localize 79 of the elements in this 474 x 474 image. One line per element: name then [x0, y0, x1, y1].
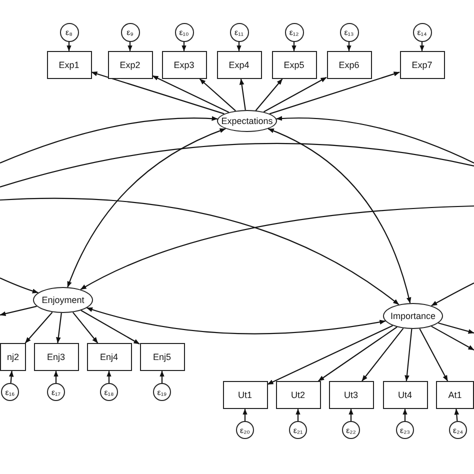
arrow: [276, 116, 474, 164]
error-term-circle: ε₁₈: [100, 383, 118, 401]
error-term-circle: ε₁₉: [153, 383, 171, 401]
indicator-box: Ut1: [222, 381, 268, 409]
arrow: [0, 116, 218, 164]
arrow: [348, 408, 354, 421]
arrow: [404, 328, 412, 382]
arrow: [292, 42, 296, 52]
indicator-box: Enj5: [140, 343, 184, 371]
double-headed-arrow: [86, 307, 386, 334]
arrow: [362, 328, 404, 382]
arrow: [24, 312, 53, 344]
arrow: [419, 328, 448, 382]
error-term-circle: ε₉: [120, 22, 140, 42]
indicator-box: Ut2: [276, 381, 320, 409]
arrow: [420, 42, 424, 52]
error-term-circle: ε₁₇: [47, 383, 65, 401]
arrow: [0, 306, 37, 316]
arrow: [402, 408, 408, 421]
arrow: [318, 326, 398, 382]
error-term-circle: ε₈: [60, 22, 78, 42]
arrow: [66, 42, 72, 52]
error-term-circle: ε₂₀: [236, 421, 254, 439]
error-term-circle: ε₁₆: [1, 383, 19, 401]
arrow: [267, 325, 393, 385]
indicator-box: Enj4: [86, 343, 132, 371]
arrow: [346, 42, 352, 52]
latent-variable-ellipse: Expectations: [217, 110, 277, 132]
arrow: [199, 78, 236, 112]
latent-variable-ellipse: Importance: [383, 303, 443, 329]
arrow: [431, 282, 474, 306]
latent-variable-ellipse: Enjoyment: [33, 287, 93, 313]
error-term-circle: ε₂₁: [289, 421, 307, 439]
arrow: [269, 72, 400, 114]
indicator-box: Exp4: [216, 51, 262, 79]
indicator-box: At1: [436, 381, 474, 409]
indicator-box: Exp2: [108, 51, 152, 79]
arrow: [8, 370, 14, 384]
arrow: [236, 42, 242, 52]
arrow: [242, 408, 248, 421]
arrow: [454, 408, 460, 422]
indicator-box: Exp1: [46, 51, 92, 79]
double-headed-arrow: [67, 128, 226, 288]
arrow: [91, 72, 224, 114]
arrow: [0, 198, 400, 306]
indicator-box: Ut3: [328, 381, 374, 409]
arrow: [438, 322, 474, 334]
arrow: [263, 76, 327, 112]
indicator-box: Ut4: [382, 381, 428, 409]
indicator-box: Exp7: [400, 51, 444, 79]
arrow: [80, 205, 474, 290]
arrow: [80, 310, 140, 344]
arrow: [56, 312, 62, 344]
error-term-circle: ε₂₄: [449, 421, 467, 439]
arrow: [54, 370, 58, 383]
indicator-box: Exp5: [272, 51, 316, 79]
arrow: [296, 408, 300, 421]
arrow: [106, 370, 112, 383]
indicator-box: nj2: [0, 343, 26, 371]
arrow: [0, 278, 38, 294]
error-term-circle: ε₁₂: [284, 22, 304, 42]
indicator-box: Exp6: [326, 51, 372, 79]
arrow: [182, 42, 186, 52]
error-term-circle: ε₁₄: [412, 22, 432, 42]
arrow: [160, 370, 164, 383]
indicator-box: Enj3: [34, 343, 78, 371]
arrow: [255, 78, 283, 111]
error-term-circle: ε₁₀: [174, 22, 194, 42]
error-term-circle: ε₁₁: [230, 22, 248, 42]
double-headed-arrow: [268, 128, 411, 304]
error-term-circle: ε₂₃: [396, 421, 414, 439]
arrow: [152, 75, 230, 113]
error-term-circle: ε₁₃: [340, 22, 358, 42]
arrow: [239, 78, 246, 110]
arrow: [128, 42, 132, 52]
indicator-box: Exp3: [162, 51, 206, 79]
error-term-circle: ε₂₂: [342, 421, 360, 439]
arrow: [72, 312, 98, 344]
arrow: [431, 326, 474, 350]
